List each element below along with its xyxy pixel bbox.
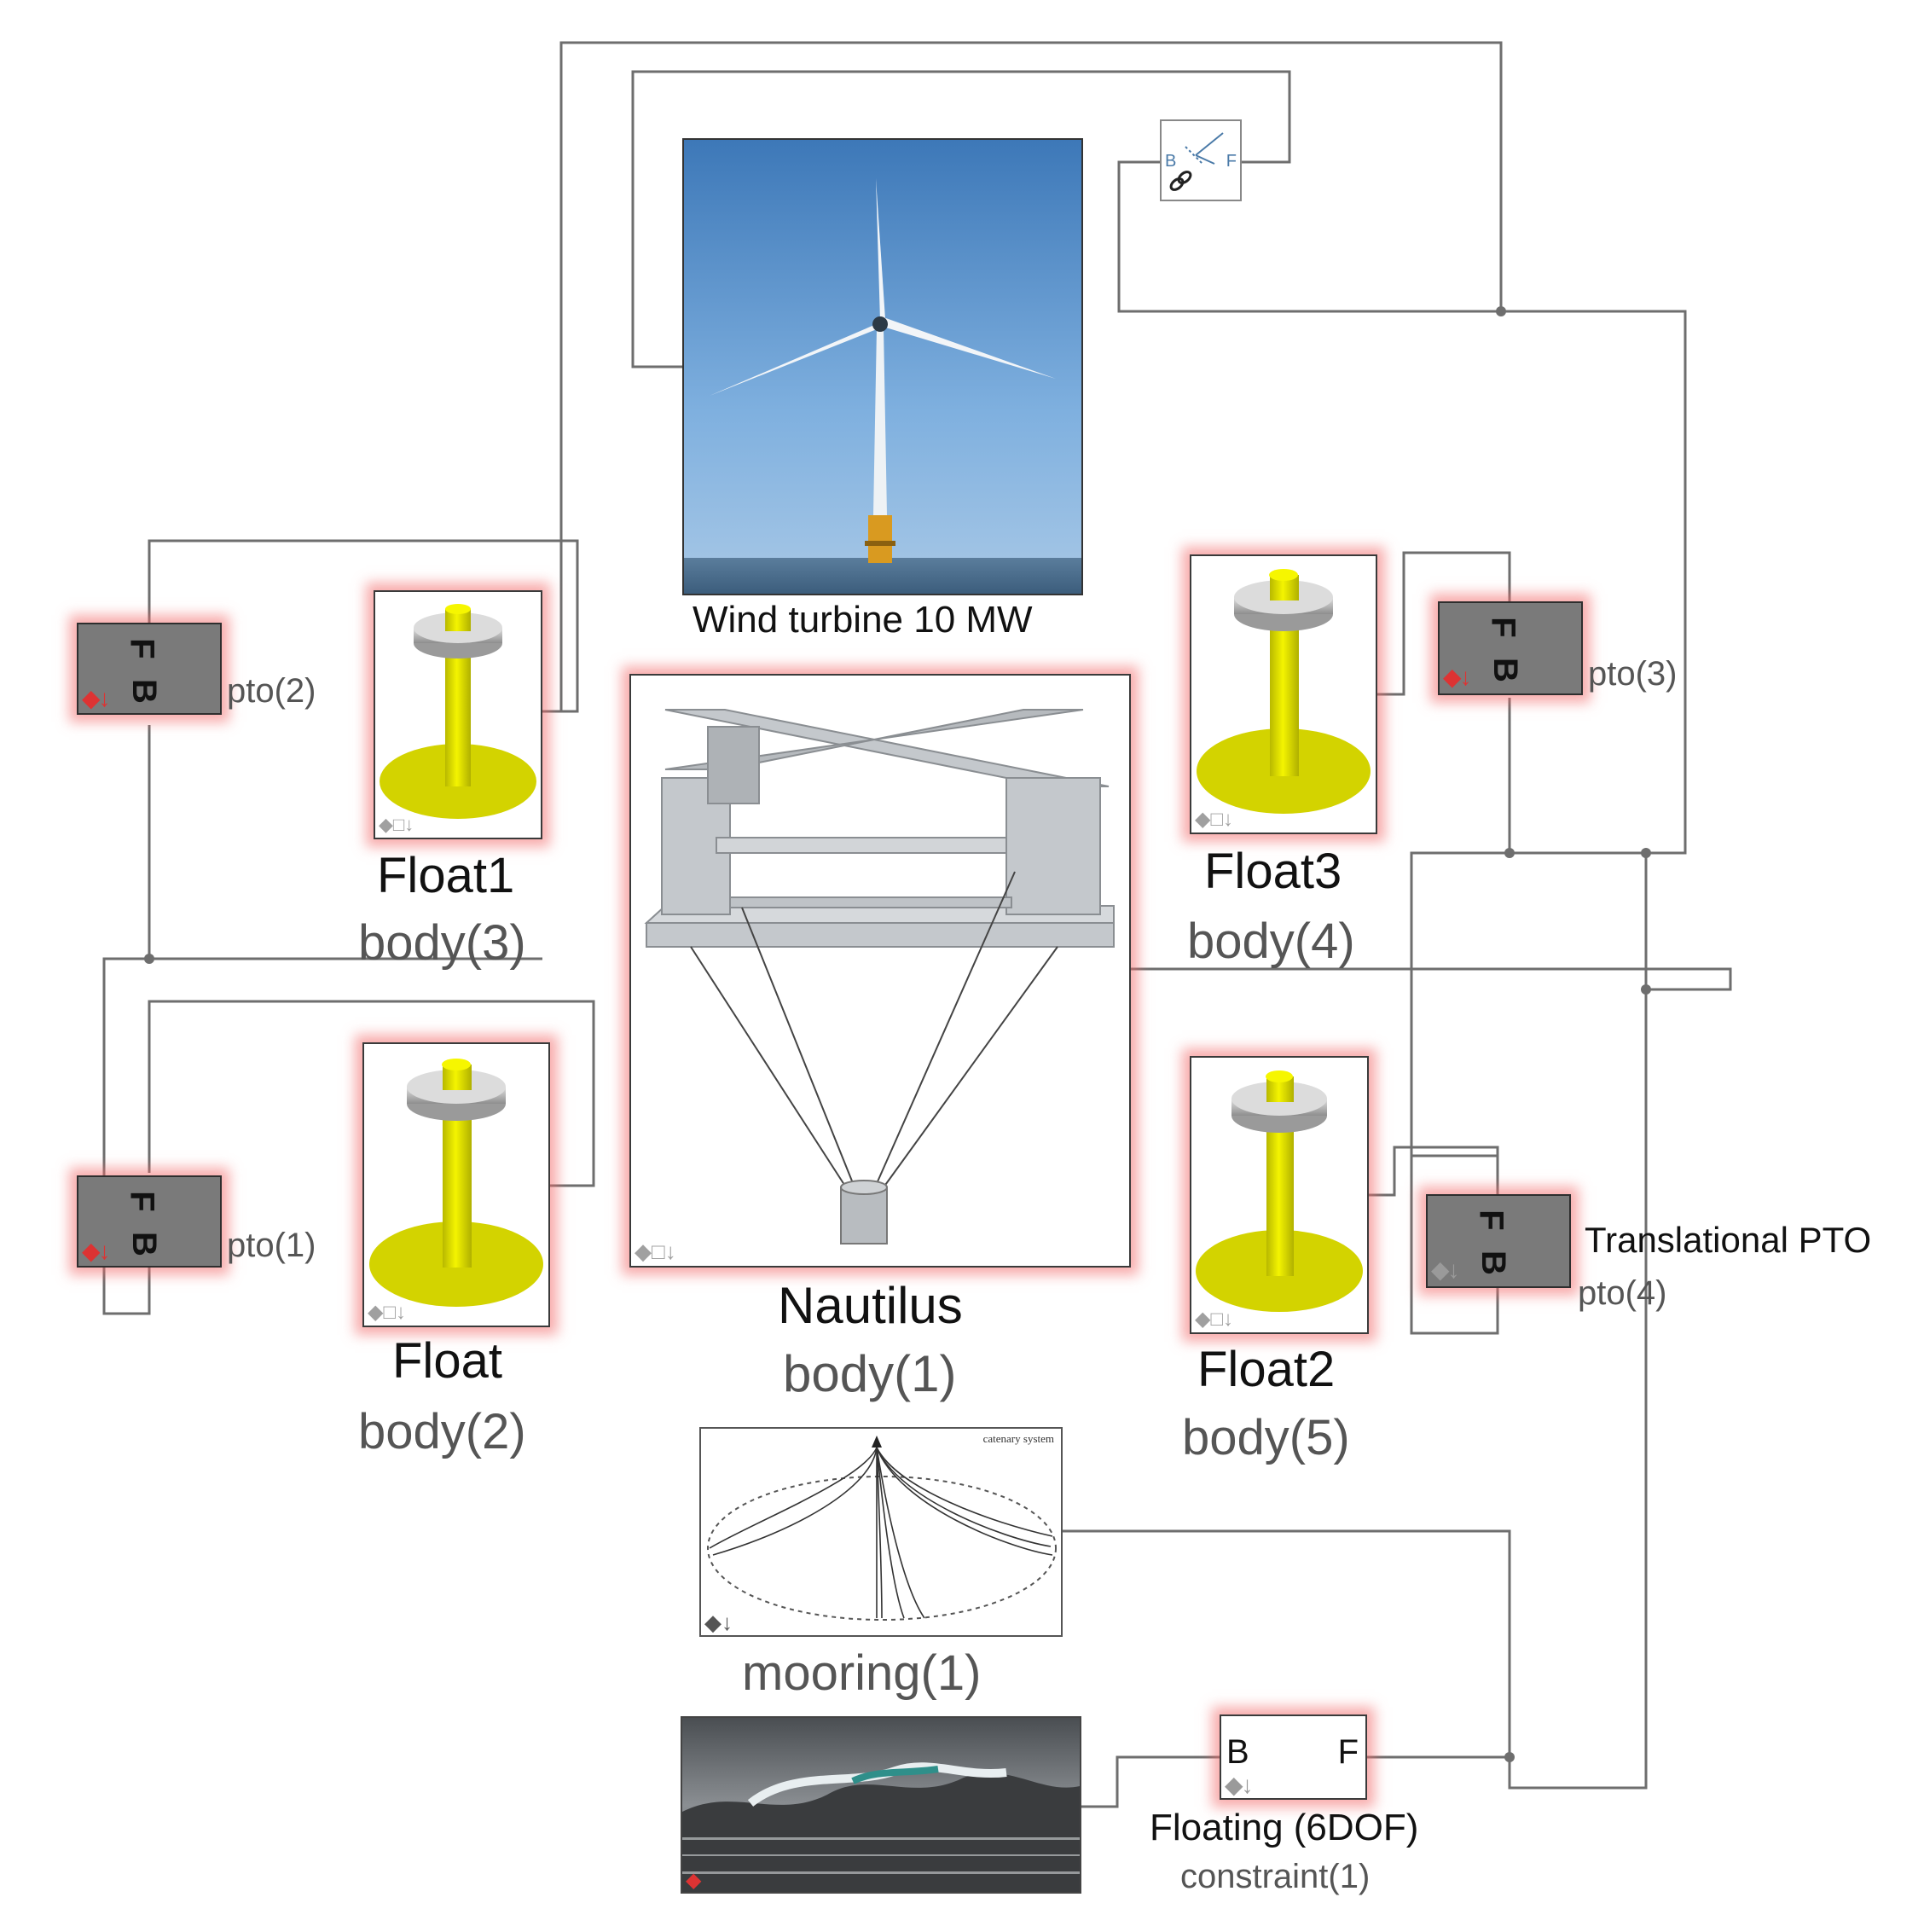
pto3-port-b: B	[1486, 658, 1524, 682]
pto2-link-icon: ◆↓	[82, 685, 111, 711]
svg-text:◆: ◆	[686, 1869, 702, 1892]
wire-turbine-loop	[631, 70, 1291, 368]
pto2-block[interactable]: F B ◆↓	[77, 623, 222, 715]
wire-nautilus-right	[1131, 967, 1732, 991]
float2-body: body(5)	[1182, 1410, 1350, 1465]
pto1-block[interactable]: F B ◆↓	[77, 1175, 222, 1268]
svg-text:◆□↓: ◆□↓	[1195, 1308, 1233, 1331]
nautilus-platform-image: ◆□↓	[635, 709, 1115, 1264]
wire-float3-pto3	[1377, 551, 1511, 696]
float1-image: ◆□↓	[379, 604, 536, 835]
pto3-label: pto(3)	[1588, 655, 1678, 693]
wire-spine-left	[1410, 851, 1646, 1194]
pto1-link-icon: ◆↓	[82, 1238, 111, 1264]
transform-axes-icon	[1169, 132, 1224, 191]
mooring-caption: catenary system	[982, 1432, 1054, 1445]
nautilus-block[interactable]: ◆□↓	[629, 674, 1131, 1268]
waves-block[interactable]: ◆	[681, 1716, 1081, 1894]
float-name: Float	[392, 1333, 502, 1389]
pto2-port-b: B	[125, 679, 163, 704]
constraint-name: Floating (6DOF)	[1150, 1807, 1419, 1848]
pto1-port-b: B	[125, 1232, 163, 1256]
wire-rigid-right	[1117, 160, 1687, 855]
wire-pto2-top	[148, 539, 579, 713]
float3-block[interactable]: ◆□↓	[1190, 554, 1377, 834]
wind-turbine-block[interactable]	[682, 138, 1083, 595]
float3-body: body(4)	[1187, 914, 1355, 969]
rigid-transform-port-f: F	[1226, 152, 1237, 171]
rigid-transform-port-b: B	[1165, 152, 1177, 171]
svg-text:◆□↓: ◆□↓	[635, 1239, 676, 1264]
svg-text:◆□↓: ◆□↓	[368, 1301, 406, 1324]
wind-turbine-image	[684, 140, 1081, 594]
pto1-label: pto(1)	[227, 1227, 316, 1264]
float-block[interactable]: ◆□↓	[362, 1042, 550, 1327]
floating-6dof-constraint-block[interactable]: B F ◆↓	[1220, 1714, 1367, 1800]
float2-image: ◆□↓	[1195, 1070, 1363, 1331]
svg-text:◆□↓: ◆□↓	[379, 814, 414, 835]
wire-pto4-down	[1410, 1156, 1499, 1335]
svg-text:◆□↓: ◆□↓	[1195, 808, 1233, 831]
svg-text:◆↓: ◆↓	[704, 1610, 733, 1635]
constraint-port-f: F	[1337, 1733, 1359, 1771]
float2-name: Float2	[1197, 1342, 1336, 1397]
pto2-port-f: F	[123, 638, 161, 659]
pto4-block[interactable]: F B ◆↓	[1426, 1194, 1571, 1288]
nautilus-name: Nautilus	[778, 1277, 963, 1334]
wire-pto2-down	[102, 725, 151, 1315]
float3-name: Float3	[1204, 844, 1342, 899]
wire-pto1-top	[148, 1000, 595, 1187]
constraint-port-b: B	[1226, 1733, 1249, 1771]
nautilus-body: body(1)	[783, 1345, 957, 1402]
wire-right-spine	[1063, 853, 1648, 1790]
wire-float2-pto4	[1369, 1146, 1499, 1197]
ocean-waves-image: ◆	[682, 1718, 1080, 1892]
catenary-system-image: ◆↓	[704, 1436, 1057, 1635]
float2-block[interactable]: ◆□↓	[1190, 1056, 1369, 1334]
wind-turbine-label: Wind turbine 10 MW	[693, 599, 1033, 641]
pto3-block[interactable]: F B ◆↓	[1438, 601, 1583, 695]
pto4-port-b: B	[1474, 1250, 1512, 1275]
float1-body: body(3)	[358, 915, 526, 971]
float3-image: ◆□↓	[1195, 569, 1371, 831]
mooring-label: mooring(1)	[742, 1645, 982, 1701]
float-body: body(2)	[358, 1404, 526, 1459]
pto1-port-f: F	[123, 1191, 161, 1212]
wire-pto3-down	[1508, 698, 1646, 855]
pto3-link-icon: ◆↓	[1443, 664, 1472, 690]
float1-block[interactable]: ◆□↓	[374, 590, 542, 839]
wire-constraint-left	[1081, 1755, 1220, 1808]
constraint-link-icon: ◆↓	[1225, 1772, 1254, 1798]
float-image: ◆□↓	[368, 1059, 543, 1324]
constraint-label: constraint(1)	[1180, 1858, 1371, 1895]
float1-name: Float1	[377, 848, 515, 903]
pto4-label: pto(4)	[1578, 1274, 1667, 1312]
mooring-block[interactable]: catenary system ◆↓	[699, 1427, 1063, 1637]
pto4-port-f: F	[1472, 1210, 1510, 1231]
pto2-label: pto(2)	[227, 672, 316, 710]
rigid-transform-block[interactable]: B F	[1160, 119, 1242, 201]
pto3-port-f: F	[1484, 617, 1522, 638]
pto4-link-icon: ◆↓	[1431, 1256, 1460, 1283]
pto4-title: Translational PTO	[1585, 1220, 1872, 1260]
